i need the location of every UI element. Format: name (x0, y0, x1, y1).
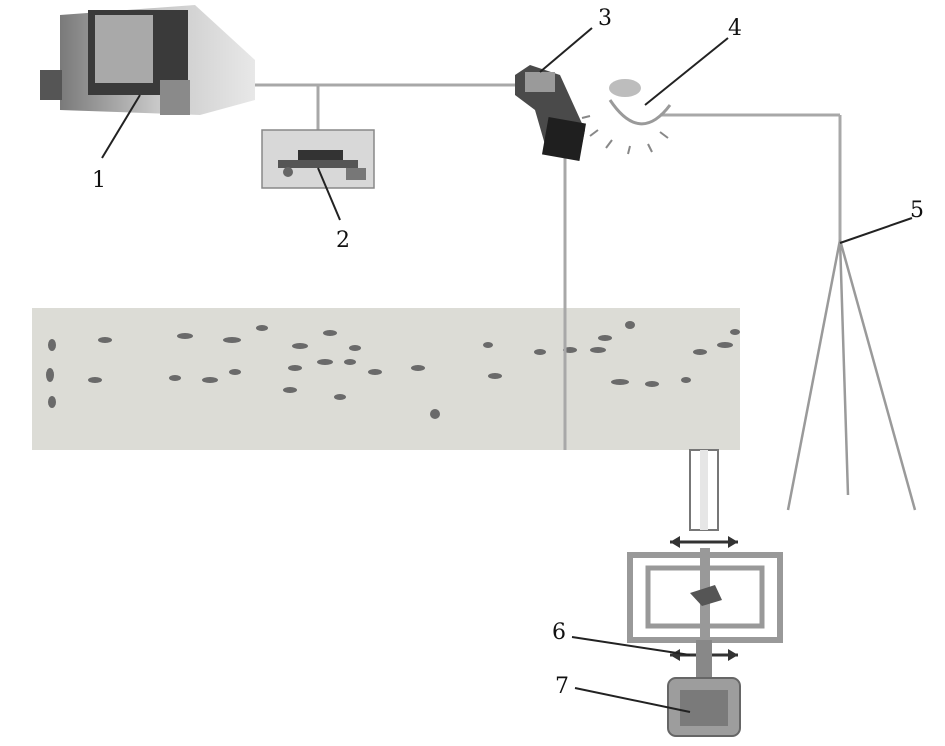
label-4: 4 (728, 16, 742, 41)
leader-lines (101, 27, 913, 713)
label-3: 3 (598, 6, 612, 31)
motor (667, 677, 741, 737)
video-camera (515, 65, 587, 162)
monitor (40, 5, 255, 115)
label-7: 7 (555, 674, 569, 699)
connection-cables (255, 83, 842, 450)
label-6: 6 (552, 620, 566, 645)
label-2: 2 (336, 228, 350, 253)
label-1: 1 (92, 168, 106, 193)
fish-tank (32, 308, 740, 450)
tripod (786, 239, 917, 511)
label-5: 5 (910, 198, 924, 223)
rotation-apparatus (627, 449, 783, 680)
lamp (581, 79, 672, 155)
video-recorder (261, 129, 375, 189)
